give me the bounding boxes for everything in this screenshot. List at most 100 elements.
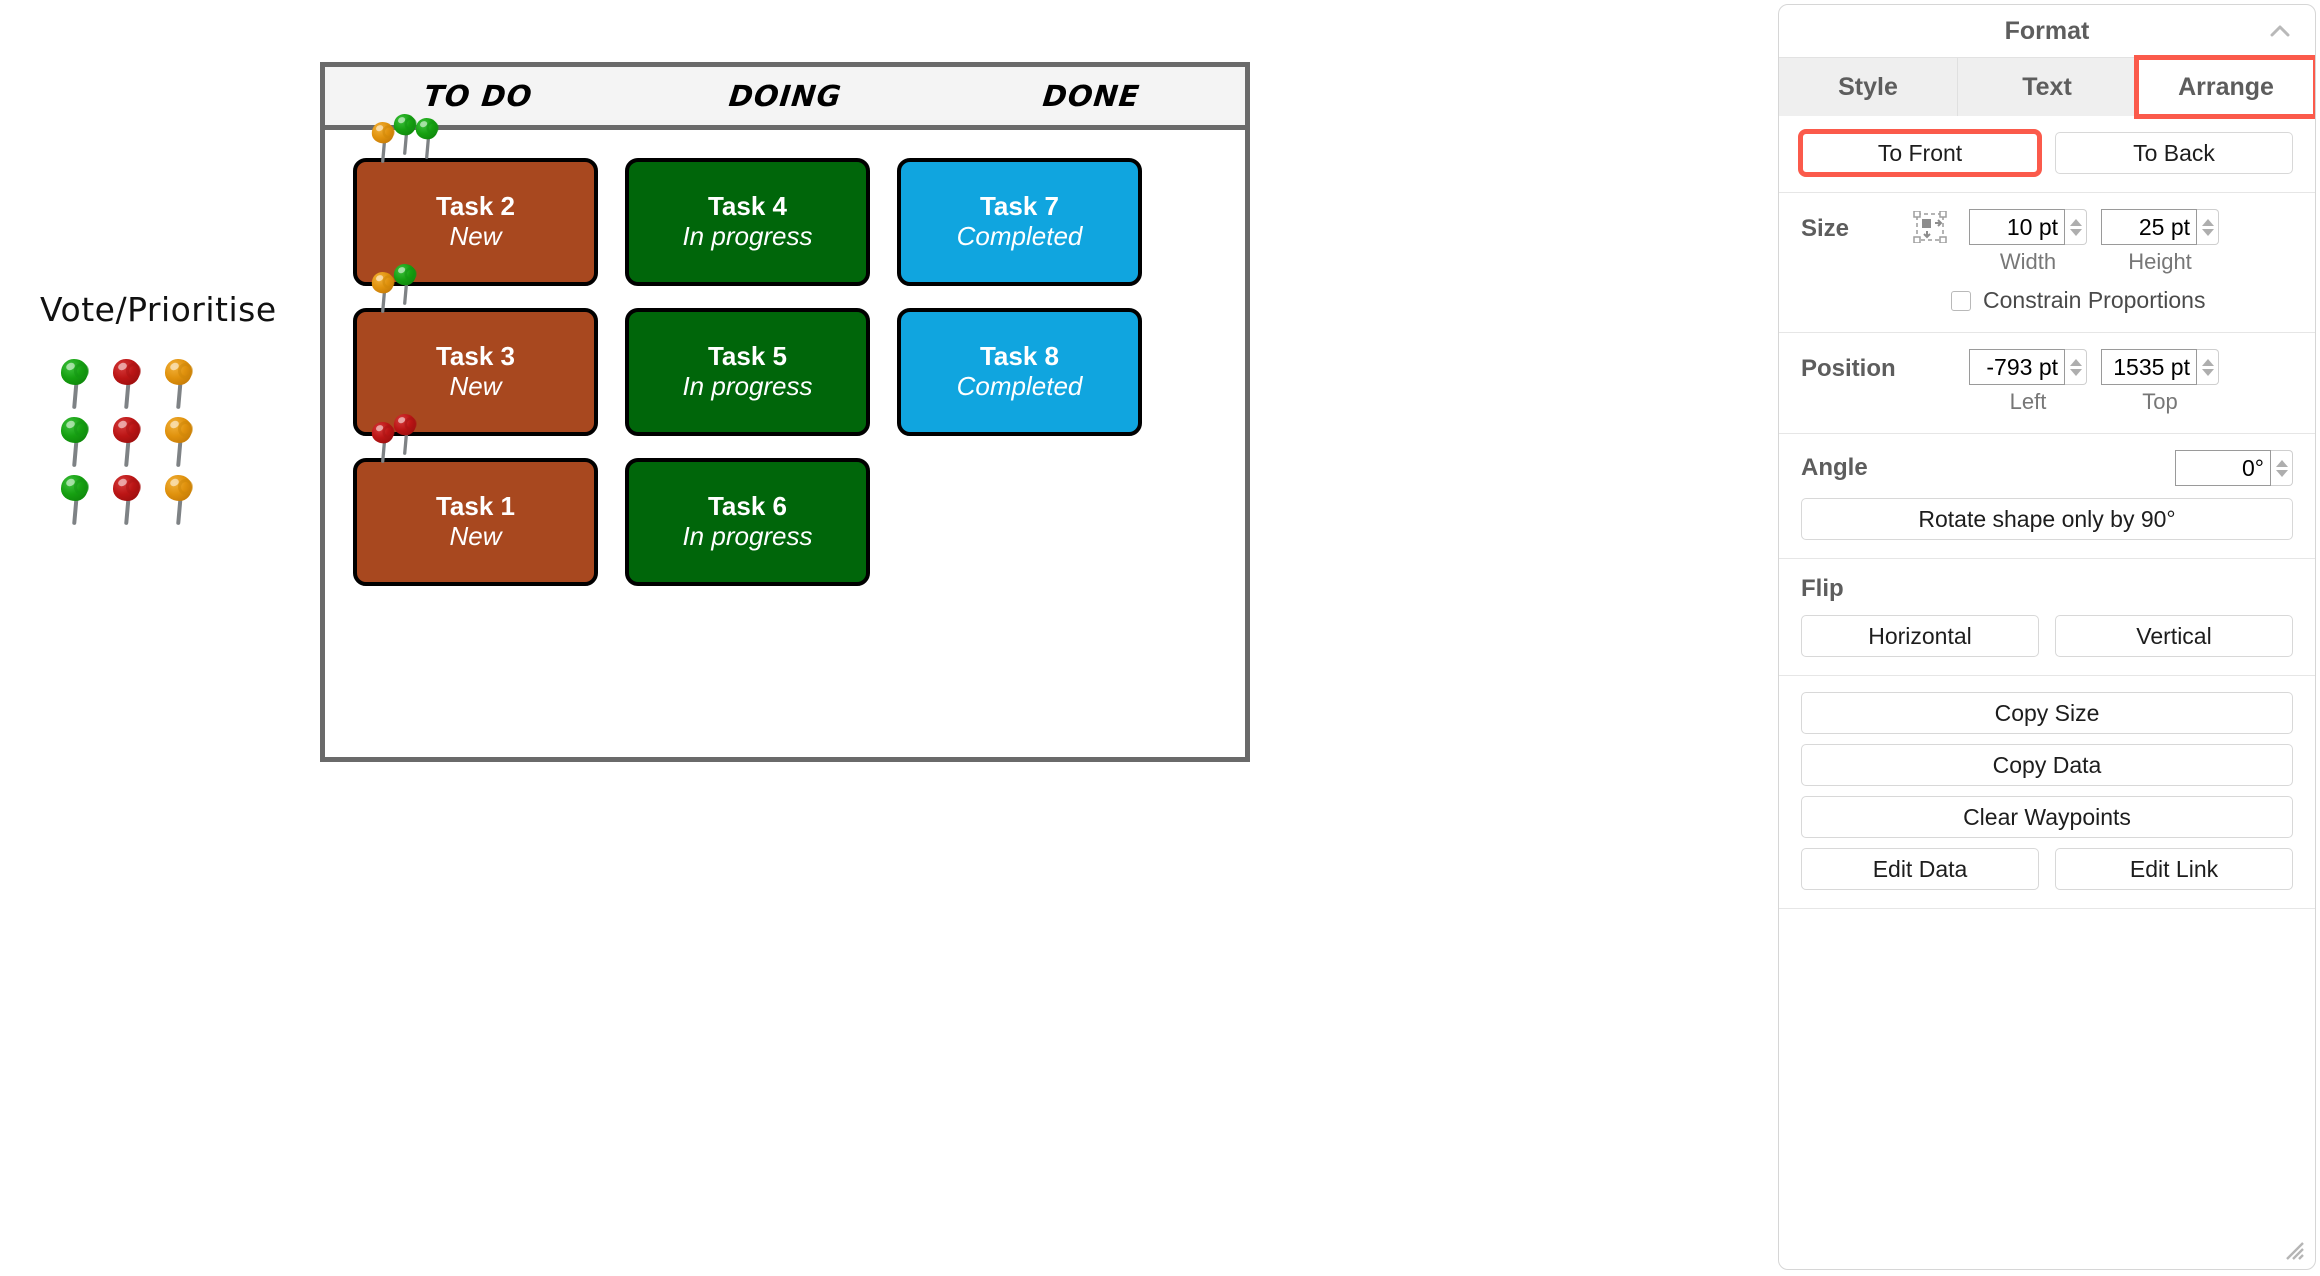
height-input[interactable]: 25 pt [2101,209,2197,245]
width-label: Width [1999,249,2057,274]
card-vote-pins [371,264,501,320]
pin-ring [178,421,193,437]
pin-orange[interactable] [371,122,399,165]
card-status: Completed [956,371,1083,401]
order-section: To Front To Back [1779,116,2315,193]
tab-arrange[interactable]: Arrange [2134,55,2315,119]
column-header-doing: DOING [726,79,844,113]
tab-text[interactable]: Text [1958,58,2137,116]
pin-ring [426,121,439,135]
pin-legend-cell [164,417,216,475]
card-title: Task 2 [435,191,515,222]
pin-orange[interactable] [164,417,198,469]
panel-title-label: Format [2004,16,2090,45]
pin-red[interactable] [393,414,421,457]
copy-data-button[interactable]: Copy Data [1801,744,2293,786]
angle-stepper[interactable]: 0° [2175,450,2293,486]
width-input[interactable]: 10 pt [1969,209,2065,245]
clear-waypoints-button[interactable]: Clear Waypoints [1801,796,2293,838]
pin-green[interactable] [393,264,421,307]
top-input[interactable]: 1535 pt [2101,349,2197,385]
top-label: Top [2142,389,2178,414]
edit-link-button[interactable]: Edit Link [2055,848,2293,890]
card-status: In progress [682,371,813,401]
card-title: Task 3 [435,341,515,372]
top-spinner[interactable] [2197,349,2219,385]
format-panel[interactable]: Format Style Text Arrange To Front To Ba… [1778,4,2316,1270]
constrain-proportions-label: Constrain Proportions [1983,287,2206,313]
pin-red[interactable] [112,475,146,527]
tab-style[interactable]: Style [1779,58,1958,116]
pin-legend-cell [112,359,164,417]
left-spinner[interactable] [2065,349,2087,385]
top-stepper[interactable]: 1535 pt [2101,349,2219,385]
left-stepper[interactable]: -793 pt [1969,349,2087,385]
pin-ring [178,479,193,495]
resize-grip-icon[interactable] [2279,1235,2305,1261]
pin-ring [178,363,193,379]
format-tabs[interactable]: Style Text Arrange [1779,55,2315,119]
angle-section: Angle 0° Rotate shape only by 90° [1779,434,2315,559]
autosize-icon[interactable] [1913,210,1947,244]
card-vote-pins [371,414,501,470]
pin-orange[interactable] [371,272,399,315]
pin-green[interactable] [60,417,94,469]
card-status: In progress [682,221,813,251]
pin-green[interactable] [60,359,94,411]
flip-label: Flip [1801,575,1844,602]
card-status: New [449,371,502,401]
pin-ring [126,479,141,495]
pin-orange[interactable] [164,359,198,411]
pin-legend-cell [112,417,164,475]
edit-data-button[interactable]: Edit Data [1801,848,2039,890]
flip-vertical-button[interactable]: Vertical [2055,615,2293,657]
pin-red[interactable] [112,359,146,411]
card-status: Completed [956,221,1083,251]
size-section: Size 10 pt [1779,193,2315,333]
card-vote-pins [371,114,501,170]
card-title: Task 8 [979,341,1059,372]
pin-green[interactable] [415,118,443,161]
flip-horizontal-button[interactable]: Horizontal [1801,615,2039,657]
to-front-button[interactable]: To Front [1798,129,2042,177]
height-spinner[interactable] [2197,209,2219,245]
pin-green[interactable] [60,475,94,527]
pin-red[interactable] [371,422,399,465]
actions-section: Copy Size Copy Data Clear Waypoints Edit… [1779,676,2315,909]
pin-legend-cell [164,359,216,417]
copy-size-button[interactable]: Copy Size [1801,692,2293,734]
angle-spinner[interactable] [2271,450,2293,486]
pin-ring [74,421,89,437]
pin-ring [74,479,89,495]
angle-input[interactable]: 0° [2175,450,2271,486]
left-input[interactable]: -793 pt [1969,349,2065,385]
width-spinner[interactable] [2065,209,2087,245]
position-section: Position -793 pt 1535 pt Left Top [1779,333,2315,434]
card-title: Task 4 [707,191,787,222]
pin-ring [126,421,141,437]
height-stepper[interactable]: 25 pt [2101,209,2219,245]
constrain-proportions-checkbox[interactable] [1951,290,1971,311]
pin-green[interactable] [393,114,421,157]
rotate-shape-button[interactable]: Rotate shape only by 90° [1801,498,2293,540]
pin-ring [74,363,89,379]
flip-section: Flip Horizontal Vertical [1779,559,2315,676]
pin-red[interactable] [112,417,146,469]
pin-orange[interactable] [164,475,198,527]
pin-legend-grid [60,359,350,533]
chevron-up-icon[interactable] [2267,19,2293,45]
pin-ring [126,363,141,379]
width-stepper[interactable]: 10 pt [1969,209,2087,245]
to-back-button[interactable]: To Back [2055,132,2293,174]
